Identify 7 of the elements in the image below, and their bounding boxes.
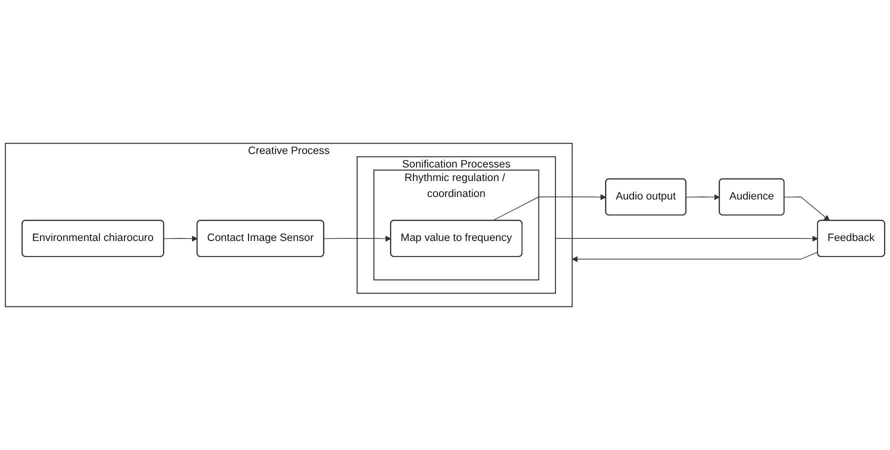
arrow <box>164 236 198 242</box>
arrow <box>555 236 818 242</box>
arrow <box>324 236 392 242</box>
arrow <box>686 194 720 200</box>
arrow <box>572 252 818 262</box>
arrow <box>492 194 606 221</box>
arrow <box>784 196 830 221</box>
